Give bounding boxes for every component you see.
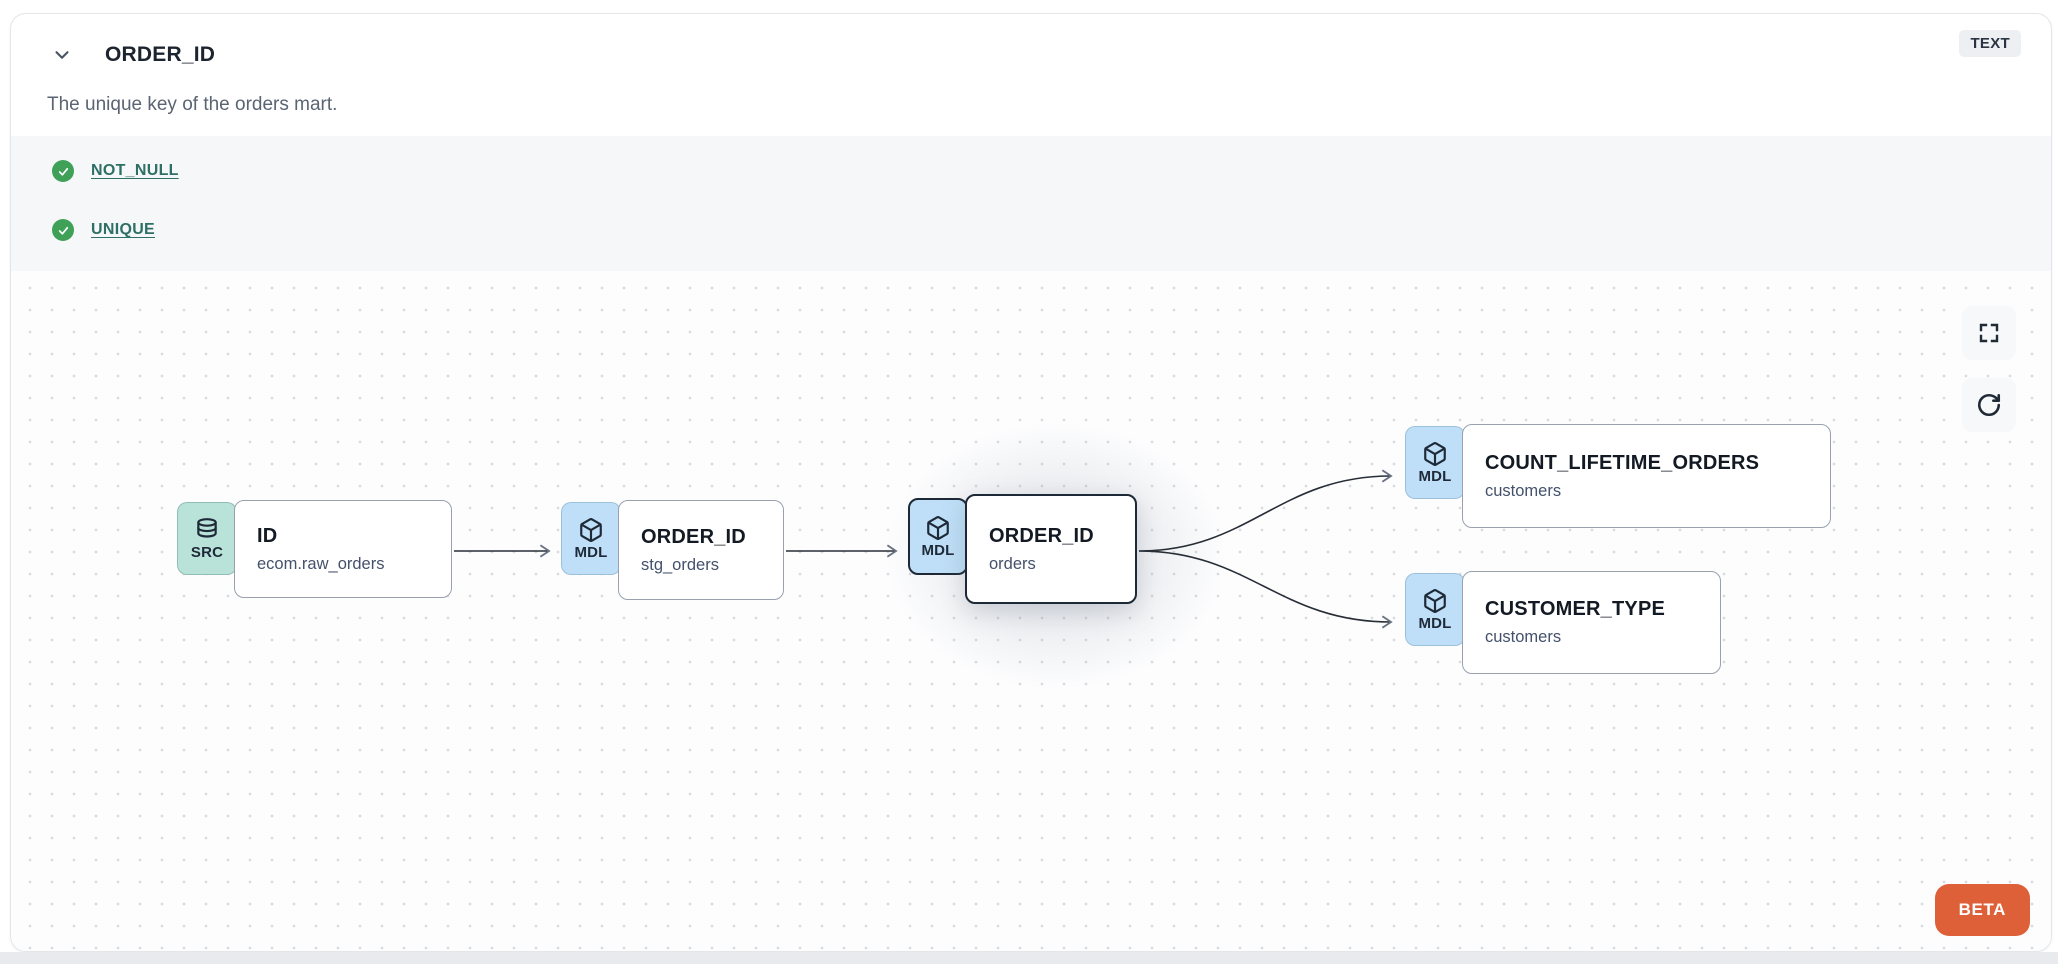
test-link-unique[interactable]: UNIQUE: [91, 221, 156, 238]
title-row: ORDER_ID: [47, 38, 2021, 72]
database-icon: [197, 517, 217, 538]
node-card: COUNT_LIFETIME_ORDERS customers: [1462, 424, 1831, 528]
model-badge: MDL: [1405, 426, 1465, 499]
node-title: COUNT_LIFETIME_ORDERS: [1485, 451, 1760, 474]
test-row: UNIQUE: [52, 219, 2051, 241]
source-badge: SRC: [177, 502, 237, 575]
cube-icon: [1424, 441, 1446, 466]
node-subtitle: stg_orders: [641, 555, 719, 574]
cube-icon: [1424, 588, 1446, 613]
edge-orders-to-ctype: [1138, 550, 1393, 629]
badge-label: MDL: [574, 543, 608, 561]
node-title: ORDER_ID: [989, 524, 1094, 547]
page-background-strip: [0, 952, 2058, 964]
node-subtitle: ecom.raw_orders: [257, 554, 385, 573]
lineage-canvas[interactable]: SRC ID ecom.raw_orders MDL ORDER_ID stg_…: [11, 271, 2051, 951]
fullscreen-icon: [1979, 323, 1999, 343]
lineage-edges: [454, 469, 1393, 629]
model-badge: MDL: [908, 498, 968, 575]
refresh-icon: [1977, 393, 2001, 417]
lineage-node-source[interactable]: SRC ID ecom.raw_orders: [177, 500, 452, 598]
lineage-node-stg-orders[interactable]: MDL ORDER_ID stg_orders: [561, 500, 784, 600]
node-card: ID ecom.raw_orders: [234, 500, 452, 598]
column-title: ORDER_ID: [105, 43, 216, 66]
node-subtitle: customers: [1485, 481, 1562, 500]
lineage-node-count-lifetime-orders[interactable]: MDL COUNT_LIFETIME_ORDERS customers: [1405, 424, 1831, 528]
fullscreen-button[interactable]: [1962, 306, 2016, 360]
column-details-panel: ORDER_ID TEXT The unique key of the orde…: [10, 13, 2052, 952]
column-description: The unique key of the orders mart.: [47, 94, 338, 115]
node-title: ID: [257, 524, 278, 547]
edge-orders-to-count: [1138, 469, 1393, 552]
lineage-node-orders-selected[interactable]: MDL ORDER_ID orders: [908, 494, 1137, 604]
tests-section: NOT_NULL UNIQUE: [11, 136, 2051, 271]
node-card: ORDER_ID stg_orders: [618, 500, 784, 600]
check-circle-icon: [52, 160, 74, 182]
beta-badge: BETA: [1934, 884, 2030, 936]
node-subtitle: orders: [989, 554, 1036, 573]
badge-label: MDL: [1418, 467, 1452, 485]
model-badge: MDL: [561, 502, 621, 575]
cube-icon: [580, 517, 602, 542]
check-circle-icon: [52, 219, 74, 241]
node-card: CUSTOMER_TYPE customers: [1462, 571, 1721, 674]
node-subtitle: customers: [1485, 628, 1562, 646]
badge-label: MDL: [1418, 614, 1452, 632]
cube-icon: [927, 515, 949, 540]
node-card: ORDER_ID orders: [965, 494, 1137, 604]
refresh-button[interactable]: [1962, 378, 2016, 432]
test-link-not-null[interactable]: NOT_NULL: [91, 162, 179, 179]
chevron-down-icon[interactable]: [47, 40, 77, 70]
model-badge: MDL: [1405, 573, 1465, 646]
badge-label: SRC: [190, 543, 224, 561]
test-row: NOT_NULL: [52, 160, 2051, 182]
node-title: ORDER_ID: [641, 525, 746, 548]
badge-label: MDL: [921, 541, 955, 559]
column-type-badge: TEXT: [1959, 30, 2021, 57]
node-title: CUSTOMER_TYPE: [1485, 598, 1666, 620]
column-header: ORDER_ID TEXT The unique key of the orde…: [11, 14, 2051, 136]
lineage-node-customer-type[interactable]: MDL CUSTOMER_TYPE customers: [1405, 571, 1721, 674]
